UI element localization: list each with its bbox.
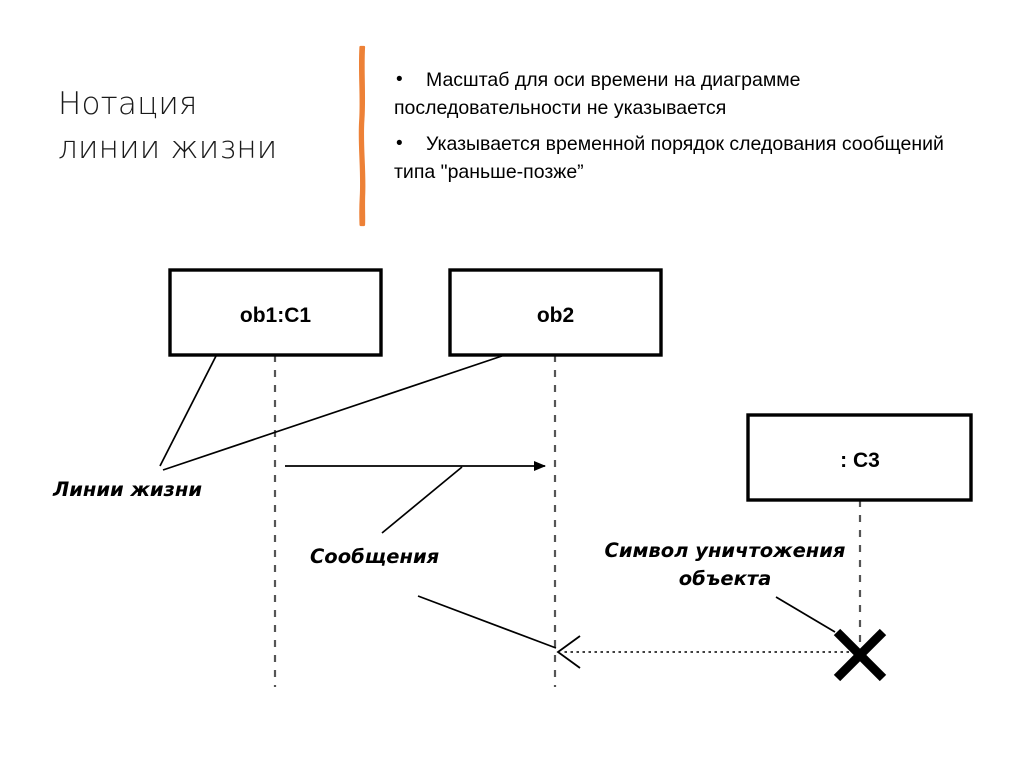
object-box-ob2 [448,268,663,357]
page-title: Нотация линии жизни [58,86,278,166]
bullet-marker: • [396,69,403,90]
annotation-lifelines: Линии жизни [52,478,202,501]
destruction-x-icon [833,628,887,682]
leader-line-lifelines-ob1 [159,355,217,467]
object-label-ob2: ob2 [537,304,574,327]
object-box-c3 [746,413,973,502]
leader-line-lifelines-ob2 [162,355,503,471]
leader-line-messages-return [417,595,557,649]
leader-line-destruction [775,596,836,633]
message-return-arrowhead [556,635,581,669]
orange-accent-bar [358,45,366,227]
object-box-ob1 [168,268,383,357]
annotation-destruction-line1: Символ уничтожения [605,539,846,562]
bullet-marker: • [396,133,403,154]
bullet-item-2: • Указывается временной порядок следован… [394,130,984,186]
object-label-c3: : C3 [840,449,880,472]
annotation-messages: Сообщения [310,545,439,568]
bullet-text: Масштаб для оси времени на диаграмме пос… [394,69,801,119]
bullet-list: • Масштаб для оси времени на диаграмме п… [394,66,984,194]
bullet-text: Указывается временной порядок следования… [394,133,944,183]
object-label-ob1: ob1:C1 [240,304,311,327]
leader-line-messages-call [381,466,463,534]
annotation-destruction-line2: объекта [679,567,772,590]
bullet-item-1: • Масштаб для оси времени на диаграмме п… [394,66,984,122]
